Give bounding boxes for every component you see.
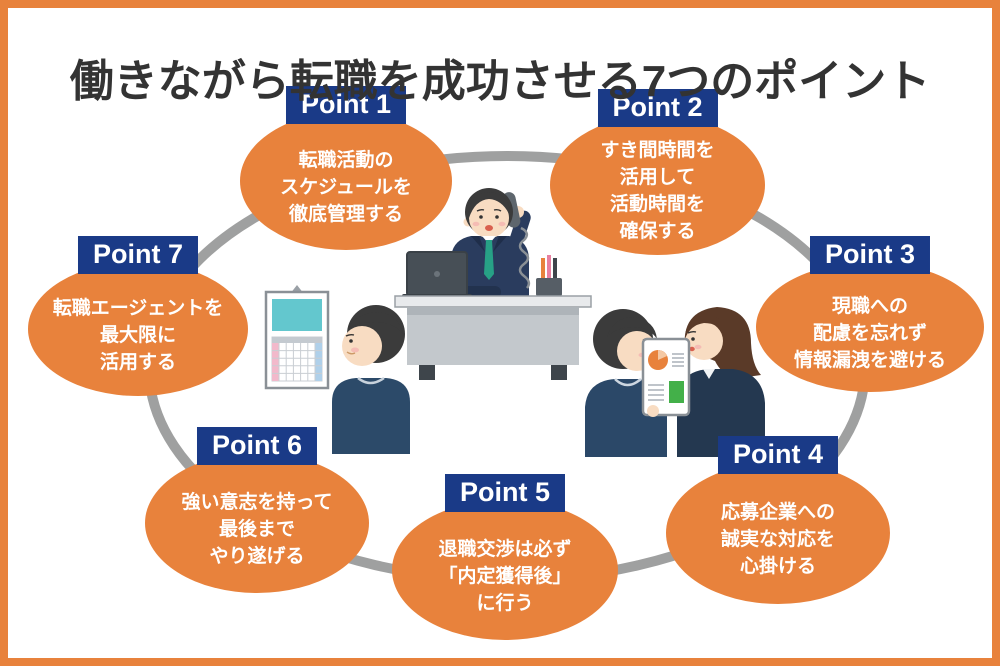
point-3-text-line: 情報漏洩を避ける <box>793 349 946 371</box>
point-1-label: Point 1 <box>285 86 407 124</box>
point-7-text-line: 活用する <box>99 351 176 373</box>
point-1-text-line: 転職活動の <box>298 149 394 171</box>
point-2-text-line: すき間時間を <box>600 140 715 161</box>
point-3-ellipse: 現職への 配慮を忘れず 情報漏洩を避ける <box>756 262 984 392</box>
point-2-text-line: 活動時間を <box>609 194 705 215</box>
point-6-ellipse: 強い意志を持って 最後まで やり遂げる <box>145 453 369 593</box>
page-title: 働きながら転職を成功させる7つのポイント <box>69 57 931 107</box>
point-5-text-line: 退職交渉は必ず <box>438 538 572 560</box>
point-5-text-line: 「内定獲得後」 <box>438 565 572 587</box>
point-4-text-line: 応募企業への <box>720 501 835 523</box>
point-6-text-line: 最後まで <box>218 518 295 540</box>
point-5-label: Point 5 <box>444 474 566 512</box>
businessman-on-phone <box>443 188 531 298</box>
point-2-text-line: 確保する <box>619 221 696 242</box>
point-3-bubble: 現職への 配慮を忘れず 情報漏洩を避ける Point 3 <box>756 236 984 392</box>
point-1-ellipse: 転職活動の スケジュールを 徹底管理する <box>240 112 452 250</box>
point-4-bubble: 応募企業への 誠実な対応を 心掛ける Point 4 <box>666 436 890 604</box>
point-7-text-line: 最大限に <box>99 324 176 346</box>
point-6-text-line: やり遂げる <box>209 545 305 567</box>
point-6-bubble: 強い意志を持って 最後まで やり遂げる Point 6 <box>145 427 369 593</box>
point-4-label: Point 4 <box>717 436 839 474</box>
point-5-bubble: 退職交渉は必ず 「内定獲得後」 に行う Point 5 <box>392 474 618 640</box>
point-5-text-line: に行う <box>476 592 534 614</box>
point-1-text-line: 徹底管理する <box>288 203 403 225</box>
pen-stand-icon <box>536 255 562 296</box>
tablet-with-charts <box>641 337 691 417</box>
point-2-text-line: 活用して <box>619 167 696 188</box>
phone-desk-man-illustration <box>394 188 592 380</box>
calendar-person-illustration <box>264 285 410 454</box>
point-1-bubble: 転職活動の スケジュールを 徹底管理する Point 1 <box>240 86 452 250</box>
laptop-icon <box>402 251 472 301</box>
point-7-ellipse: 転職エージェントを 最大限に 活用する <box>28 262 248 396</box>
point-6-text-line: 強い意志を持って <box>181 491 333 513</box>
point-3-text-line: 配慮を忘れず <box>812 322 927 344</box>
point-2-bubble: すき間時間を 活用して 活動時間を 確保する Point 2 <box>550 89 765 255</box>
point-2-label: Point 2 <box>597 89 718 127</box>
point-2-ellipse: すき間時間を 活用して 活動時間を 確保する <box>550 115 765 255</box>
point-4-text-line: 誠実な対応を <box>720 528 835 550</box>
point-4-ellipse: 応募企業への 誠実な対応を 心掛ける <box>666 462 890 604</box>
point-1-text-line: スケジュールを <box>280 176 412 198</box>
office-desk <box>394 295 592 380</box>
point-5-ellipse: 退職交渉は必ず 「内定獲得後」 に行う <box>392 500 618 640</box>
point-7-label: Point 7 <box>77 236 199 274</box>
wall-calendar-icon <box>264 285 330 390</box>
calendar-viewer-person <box>332 305 410 454</box>
point-7-text-line: 転職エージェントを <box>52 297 224 319</box>
point-3-text-line: 現職への <box>831 295 908 317</box>
point-7-bubble: 転職エージェントを 最大限に 活用する Point 7 <box>28 236 248 396</box>
point-6-label: Point 6 <box>196 427 318 465</box>
tablet-discussion-illustration <box>585 307 765 457</box>
point-4-text-line: 心掛ける <box>739 555 816 577</box>
point-3-label: Point 3 <box>809 236 931 274</box>
